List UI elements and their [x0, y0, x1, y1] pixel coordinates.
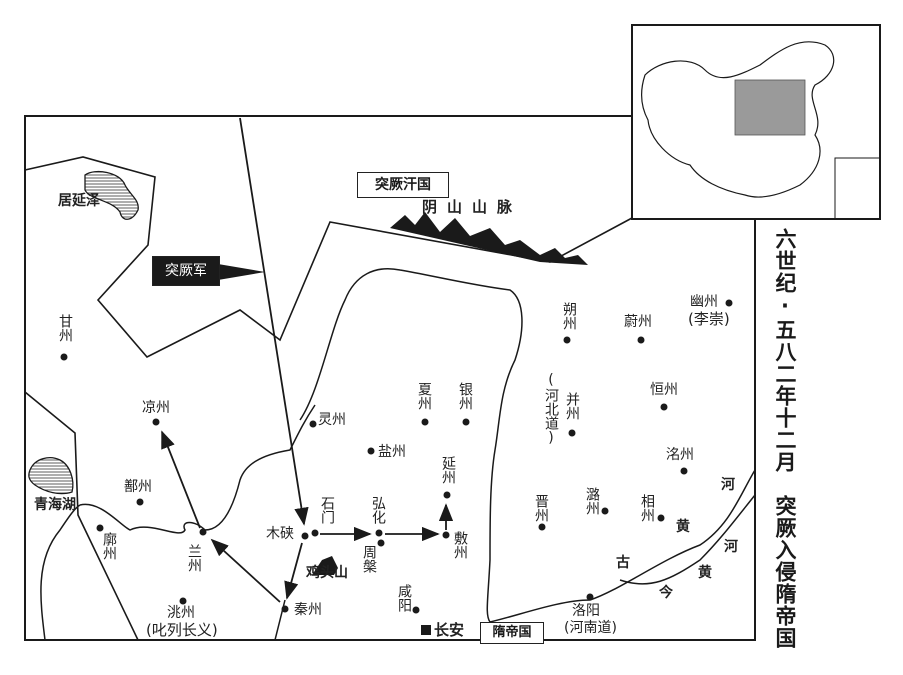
turk-army-callout: 突厥军 [152, 256, 220, 286]
place-ganzhou: 甘州 [57, 314, 73, 342]
lake-shore [40, 504, 81, 641]
place-xiangzhou: 相州 [639, 494, 655, 522]
river-old-huang: 黄 [676, 519, 690, 535]
route-to-qinzhou [284, 542, 303, 600]
place-yinzhou: 银州 [457, 382, 473, 410]
place-lanzhou: 兰州 [186, 544, 202, 572]
place-changan: 长安 [434, 621, 465, 639]
border-west [24, 156, 633, 358]
place-muxia: 木硖 [266, 526, 294, 542]
place-shimen: 石门 [319, 496, 335, 524]
place-weizhou: 蔚州 [624, 314, 652, 330]
qinghai-lake [28, 457, 74, 495]
place-luoyang: 洛阳 [572, 603, 600, 619]
river-old-he: 河 [721, 477, 735, 493]
place-luozhou: 洺州 [666, 447, 694, 463]
place-yanzhou-salt: 盐州 [378, 444, 406, 460]
place-luzhou: 潞州 [584, 487, 600, 515]
place-xiazhou: 夏州 [416, 382, 432, 410]
yellow-river-old [79, 404, 316, 534]
label-juyanze: 居延泽 [58, 193, 100, 209]
place-yanzhou: 延州 [440, 456, 456, 484]
yellow-river-new [619, 494, 756, 585]
place-jinzhou: 晋州 [533, 494, 549, 522]
place-henandao: (河南道) [564, 620, 617, 636]
place-taozhou-note: (叱列长义) [146, 621, 218, 639]
jitoushan-mountain-icon [312, 556, 338, 575]
place-lingzhou: 灵州 [318, 412, 346, 428]
place-shanzhou: 鄯州 [124, 479, 152, 495]
place-xianyang: 咸阳 [396, 584, 412, 612]
river-new-he: 河 [724, 539, 738, 555]
place-hebeidao: (河北道) [543, 372, 559, 446]
place-fuzhou: 敷州 [452, 531, 468, 559]
river-old-gu: 古 [616, 555, 630, 571]
route-north-to-muxia [239, 117, 309, 526]
inset-south-sea-box [834, 157, 881, 220]
place-liangzhou: 凉州 [142, 400, 170, 416]
yinshan-mountains-icon [390, 212, 588, 265]
place-taozhou: 洮州 [167, 605, 195, 621]
place-bingzhou: 并州 [564, 392, 580, 420]
main-map-frame [24, 115, 756, 641]
label-qinghai-lake: 青海湖 [34, 497, 76, 513]
river-new-jin: 今 [659, 585, 673, 601]
juyanze-lake [84, 171, 139, 220]
place-shuozhou: 朔州 [561, 302, 577, 330]
place-youzhou: 幽州 [690, 294, 718, 310]
turk-army-pointer [218, 264, 265, 280]
route-to-liangzhou [161, 430, 201, 529]
inset-highlight-area [734, 79, 806, 136]
map-title: 六世纪·五八二年十二月 突厥入侵隋帝国 [773, 228, 797, 649]
label-jitoushan: 鸡头山 [306, 565, 348, 581]
label-yinshan: 阴山山脉 [422, 198, 523, 216]
place-qinzhou: 秦州 [294, 602, 322, 618]
place-kuozhou: 廓州 [101, 532, 117, 560]
region-turk-khaganate: 突厥汗国 [357, 172, 449, 198]
city-dots [60, 299, 733, 614]
border-southwest [24, 391, 139, 641]
route-to-lanzhou [210, 538, 281, 603]
river-new-huang: 黄 [698, 565, 712, 581]
place-hengzhou: 恒州 [650, 382, 678, 398]
place-honghua: 弘化 [370, 496, 386, 524]
changan-capital-icon [421, 625, 431, 635]
place-youzhou-note: (李崇) [688, 310, 730, 328]
region-sui-empire: 隋帝国 [480, 622, 544, 644]
inset-china-outline [641, 41, 835, 198]
place-zhoupan: 周槃 [361, 545, 377, 573]
